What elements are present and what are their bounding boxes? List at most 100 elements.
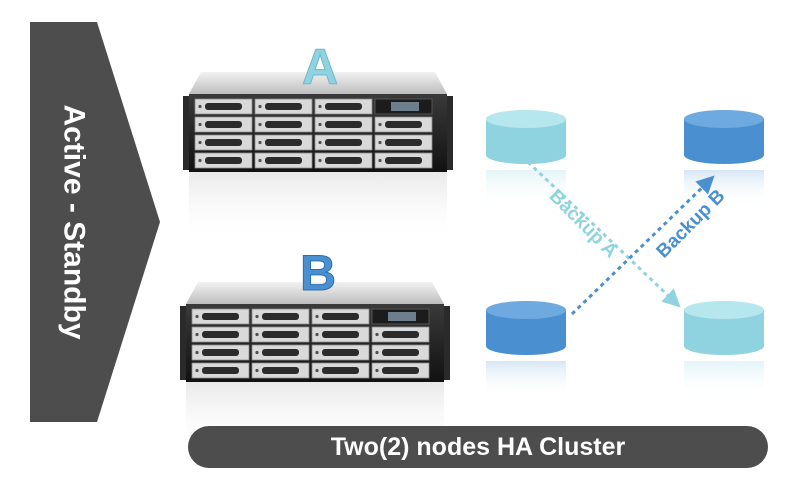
drive-handle bbox=[265, 139, 302, 146]
drive-led bbox=[375, 368, 379, 373]
rack-ear-left bbox=[183, 96, 189, 170]
rack-ear-right bbox=[447, 96, 453, 170]
drive-led bbox=[318, 140, 322, 145]
drive-led bbox=[255, 332, 259, 337]
rack-ear-left bbox=[180, 306, 186, 380]
footer-bar: Two(2) nodes HA Cluster bbox=[188, 426, 768, 468]
drive-handle bbox=[262, 331, 299, 338]
database-top bbox=[684, 110, 764, 128]
drive-handle bbox=[265, 121, 302, 128]
drive-led bbox=[258, 122, 262, 127]
database-top bbox=[684, 301, 764, 319]
drive-led bbox=[258, 140, 262, 145]
drive-handle bbox=[325, 103, 362, 110]
drive-handle bbox=[262, 349, 299, 356]
drive-handle bbox=[202, 313, 239, 320]
drive-led bbox=[195, 314, 199, 319]
backup-b-arrow bbox=[570, 175, 715, 316]
drive-handle bbox=[382, 349, 419, 356]
drive-led bbox=[318, 104, 322, 109]
banner-label: Active - Standby bbox=[58, 104, 91, 339]
server-a-chassis bbox=[183, 72, 453, 242]
database-reflection bbox=[486, 361, 566, 397]
database-a-primary bbox=[486, 110, 566, 206]
database-a-backup bbox=[684, 301, 764, 397]
drive-handle bbox=[202, 349, 239, 356]
database-body bbox=[684, 119, 764, 164]
drive-led bbox=[198, 122, 202, 127]
drive-handle bbox=[385, 121, 422, 128]
drive-handle bbox=[202, 367, 239, 374]
database-body bbox=[684, 310, 764, 355]
server-a bbox=[183, 72, 453, 242]
drive-handle bbox=[205, 103, 242, 110]
drive-handle bbox=[382, 331, 419, 338]
lcd-display bbox=[391, 102, 419, 111]
drive-handle bbox=[205, 139, 242, 146]
drive-handle bbox=[382, 367, 419, 374]
mode-banner: Active - Standby bbox=[30, 22, 160, 422]
drive-handle bbox=[322, 331, 359, 338]
drive-led bbox=[375, 350, 379, 355]
banner-shape bbox=[30, 22, 160, 422]
drive-led bbox=[198, 104, 202, 109]
drive-handle bbox=[265, 103, 302, 110]
database-reflection bbox=[684, 361, 764, 397]
drive-led bbox=[315, 332, 319, 337]
database-body bbox=[486, 310, 566, 355]
chassis-reflection bbox=[189, 172, 447, 242]
drive-handle bbox=[385, 157, 422, 164]
database-body bbox=[486, 119, 566, 164]
drive-led bbox=[255, 314, 259, 319]
drive-led bbox=[195, 332, 199, 337]
drive-led bbox=[318, 122, 322, 127]
drive-led bbox=[375, 332, 379, 337]
database-top bbox=[486, 301, 566, 319]
drive-led bbox=[198, 140, 202, 145]
drive-handle bbox=[265, 157, 302, 164]
rack-ear-right bbox=[444, 306, 450, 380]
server-b bbox=[180, 282, 450, 452]
drive-led bbox=[378, 122, 382, 127]
drive-handle bbox=[325, 121, 362, 128]
drive-handle bbox=[205, 157, 242, 164]
database-top bbox=[486, 110, 566, 128]
drive-led bbox=[195, 368, 199, 373]
server-b-chassis bbox=[180, 282, 450, 452]
chassis-top bbox=[189, 72, 447, 94]
database-b-backup bbox=[684, 110, 764, 206]
drive-led bbox=[258, 158, 262, 163]
drive-handle bbox=[322, 367, 359, 374]
drive-led bbox=[255, 368, 259, 373]
node-a-letter: A bbox=[302, 39, 338, 95]
drive-handle bbox=[322, 349, 359, 356]
drive-handle bbox=[262, 313, 299, 320]
chassis-top bbox=[186, 282, 444, 304]
drive-handle bbox=[262, 367, 299, 374]
drive-led bbox=[255, 350, 259, 355]
drive-led bbox=[318, 158, 322, 163]
drive-handle bbox=[325, 157, 362, 164]
drive-led bbox=[315, 314, 319, 319]
drive-led bbox=[378, 140, 382, 145]
drive-handle bbox=[385, 139, 422, 146]
drive-led bbox=[195, 350, 199, 355]
backup-a-arrow bbox=[526, 160, 681, 308]
lcd-display bbox=[388, 312, 416, 321]
drive-led bbox=[315, 350, 319, 355]
database-reflection bbox=[486, 170, 566, 206]
database-b-primary bbox=[486, 301, 566, 397]
drive-led bbox=[378, 158, 382, 163]
drive-handle bbox=[205, 121, 242, 128]
backup-a-label: Backup A bbox=[545, 186, 622, 263]
drive-handle bbox=[322, 313, 359, 320]
drive-led bbox=[198, 158, 202, 163]
drive-handle bbox=[325, 139, 362, 146]
footer-title: Two(2) nodes HA Cluster bbox=[331, 433, 626, 461]
footer-shape bbox=[188, 426, 768, 468]
drive-handle bbox=[202, 331, 239, 338]
drive-led bbox=[315, 368, 319, 373]
node-b-letter: B bbox=[300, 245, 336, 301]
